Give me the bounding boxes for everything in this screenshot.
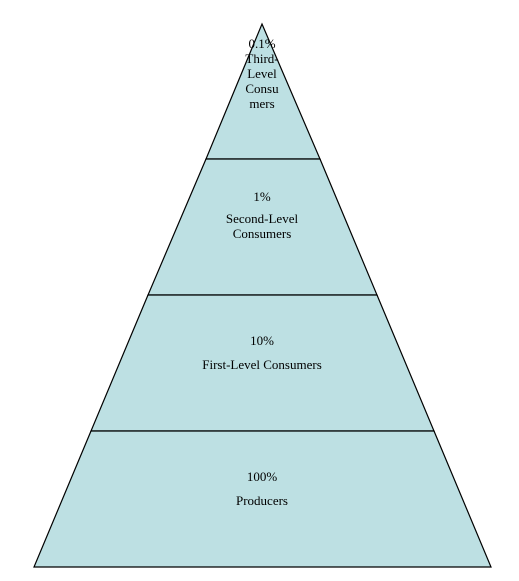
- tier-label-third-level-consumers: 0.1% Third-Level Consumers: [243, 36, 281, 111]
- tier-label-second-level-consumers: 1% Second-Level Consumers: [200, 189, 324, 241]
- name-third-level-consumers: Third-Level Consumers: [245, 51, 279, 111]
- name-second-level-consumers: Second-Level Consumers: [225, 211, 299, 241]
- pyramid-tier-producers: [33, 430, 492, 568]
- tier-label-producers: 100% Producers: [170, 469, 354, 508]
- tier-label-first-level-consumers: 10% First-Level Consumers: [160, 333, 364, 372]
- percent-first-level-consumers: 10%: [250, 333, 274, 348]
- percent-producers: 100%: [246, 469, 278, 484]
- percent-third-level-consumers: 0.1%: [248, 36, 276, 51]
- percent-second-level-consumers: 1%: [253, 189, 271, 204]
- name-first-level-consumers: First-Level Consumers: [202, 357, 322, 372]
- name-producers: Producers: [236, 493, 288, 508]
